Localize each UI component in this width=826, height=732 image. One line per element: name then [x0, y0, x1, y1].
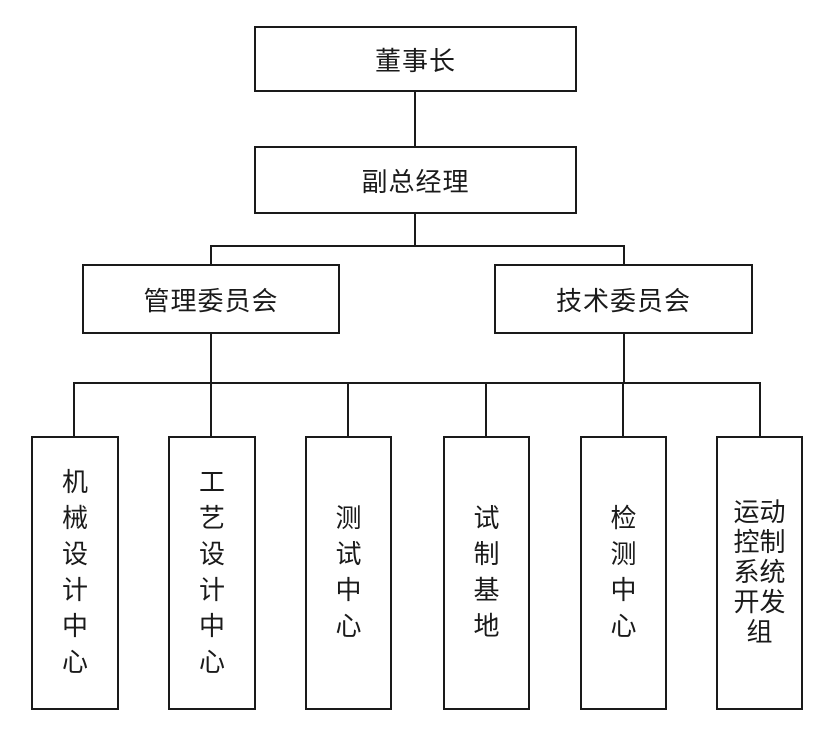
connector-centers-horizontal: [73, 382, 761, 384]
connector-center-5: [622, 382, 624, 438]
center-label-process-design: 工 艺 设 计 中 心: [198, 468, 225, 678]
chairman-box: 董事长: [254, 26, 577, 92]
technical-committee-label: 技术委员会: [555, 286, 691, 317]
center-label-trial-production: 试 制 基 地: [473, 504, 500, 642]
center-box-motion-control: 运动 控制 系统 开发 组: [716, 436, 803, 710]
connector-deputy-split: [414, 212, 416, 246]
connector-center-1: [73, 382, 75, 438]
center-box-inspection: 检 测 中 心: [580, 436, 667, 710]
connector-management-down: [210, 332, 212, 384]
chairman-label: 董事长: [374, 46, 456, 77]
center-label-mechanical-design: 机 械 设 计 中 心: [61, 468, 88, 678]
connector-center-4: [485, 382, 487, 438]
connector-center-2: [210, 382, 212, 438]
deputy-gm-box: 副总经理: [254, 146, 577, 214]
connector-center-6: [759, 382, 761, 438]
connector-committees-horizontal: [210, 245, 625, 247]
technical-committee-box: 技术委员会: [494, 264, 753, 334]
management-committee-box: 管理委员会: [82, 264, 340, 334]
center-box-trial-production: 试 制 基 地: [443, 436, 530, 710]
connector-chairman-deputy: [414, 90, 416, 146]
deputy-gm-label: 副总经理: [361, 167, 470, 198]
connector-to-technical: [623, 245, 625, 265]
center-label-motion-control: 运动 控制 系统 开发 组: [733, 498, 786, 648]
center-box-process-design: 工 艺 设 计 中 心: [168, 436, 256, 710]
management-committee-label: 管理委员会: [143, 286, 279, 317]
center-label-testing: 测 试 中 心: [335, 504, 362, 642]
connector-center-3: [347, 382, 349, 438]
connector-technical-down: [623, 332, 625, 384]
center-box-testing: 测 试 中 心: [305, 436, 392, 710]
center-box-mechanical-design: 机 械 设 计 中 心: [31, 436, 119, 710]
center-label-inspection: 检 测 中 心: [610, 504, 637, 642]
connector-to-management: [210, 245, 212, 265]
